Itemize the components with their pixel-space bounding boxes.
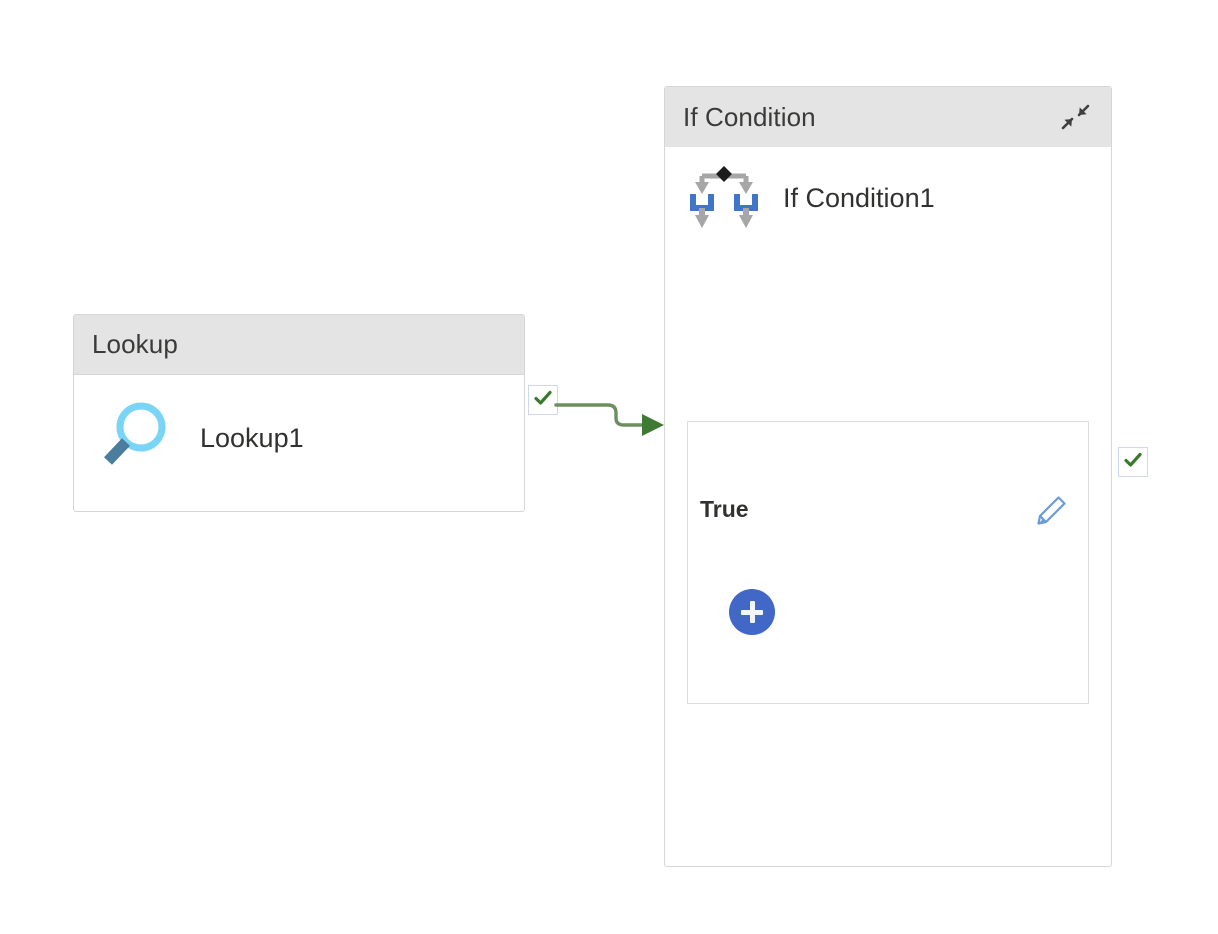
branch-true-label: True bbox=[700, 496, 749, 522]
ifcondition-card-header: If Condition bbox=[665, 87, 1111, 147]
check-icon bbox=[533, 388, 553, 413]
ifcondition-title-row[interactable]: If Condition1 bbox=[665, 147, 1111, 233]
connector-lookup-to-ifcondition[interactable] bbox=[524, 378, 676, 438]
ifcondition-header-title: If Condition bbox=[683, 101, 816, 132]
lookup-card-body[interactable]: Lookup1 bbox=[74, 375, 524, 501]
activity-card-if-condition[interactable]: If Condition bbox=[664, 86, 1112, 867]
branch-true-container[interactable]: True bbox=[687, 421, 1089, 704]
lookup-activity-name: Lookup1 bbox=[200, 422, 304, 453]
status-badge-ifcondition-output[interactable] bbox=[1118, 447, 1148, 477]
collapse-diagonal-icon[interactable] bbox=[1055, 97, 1095, 137]
ifcondition-activity-name: If Condition1 bbox=[783, 182, 935, 213]
activity-card-lookup[interactable]: Lookup Lookup1 bbox=[73, 314, 525, 512]
status-badge-lookup-output[interactable] bbox=[528, 385, 558, 415]
add-activity-button-true[interactable] bbox=[729, 589, 775, 635]
lookup-card-header: Lookup bbox=[74, 315, 524, 375]
if-condition-icon bbox=[687, 160, 761, 237]
pencil-icon[interactable] bbox=[1034, 494, 1068, 528]
magnifier-icon bbox=[96, 397, 174, 480]
lookup-header-title: Lookup bbox=[92, 329, 178, 359]
check-icon bbox=[1123, 450, 1143, 475]
